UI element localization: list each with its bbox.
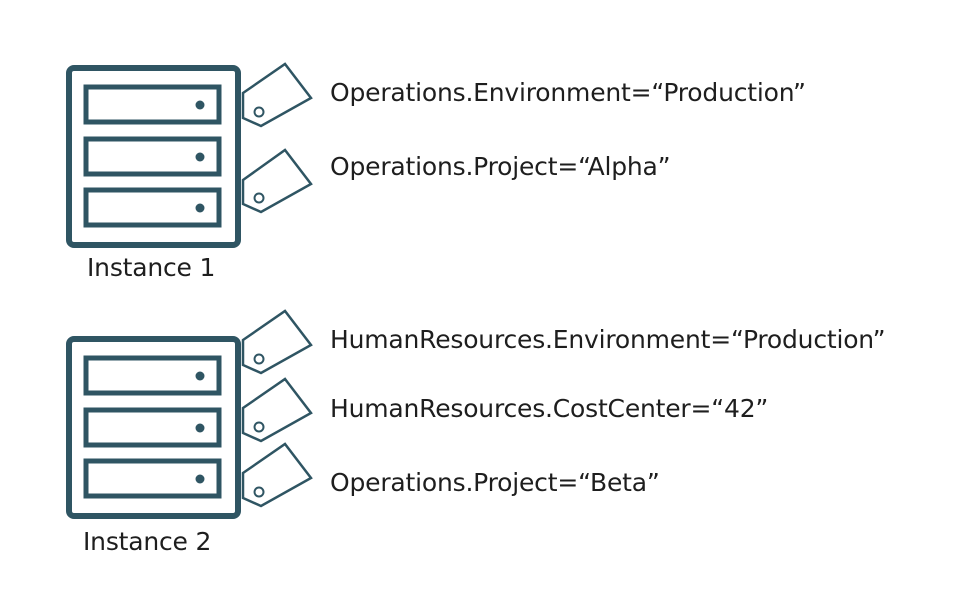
drive-slot — [83, 407, 222, 448]
server-icon — [66, 65, 241, 248]
tag-label: HumanResources.CostCenter=“42” — [330, 394, 769, 423]
tag-icon — [241, 62, 313, 128]
instance-name: Instance 2 — [83, 527, 212, 556]
drive-slot — [83, 458, 222, 499]
drive-led — [195, 152, 205, 162]
tag-icon — [241, 148, 313, 214]
tag-icon — [241, 309, 313, 375]
drive-led — [195, 203, 205, 213]
tag-label: Operations.Project=“Alpha” — [330, 152, 671, 181]
drive-led — [195, 423, 205, 433]
server-icon — [66, 336, 241, 519]
instance-name: Instance 1 — [87, 253, 216, 282]
drive-led — [195, 474, 205, 484]
tag-label: Operations.Project=“Beta” — [330, 468, 660, 497]
tag-label: HumanResources.Environment=“Production” — [330, 325, 886, 354]
drive-led — [195, 371, 205, 381]
drive-led — [195, 100, 205, 110]
tag-label: Operations.Environment=“Production” — [330, 78, 806, 107]
tag-icon — [241, 377, 313, 443]
tag-icon — [241, 442, 313, 508]
